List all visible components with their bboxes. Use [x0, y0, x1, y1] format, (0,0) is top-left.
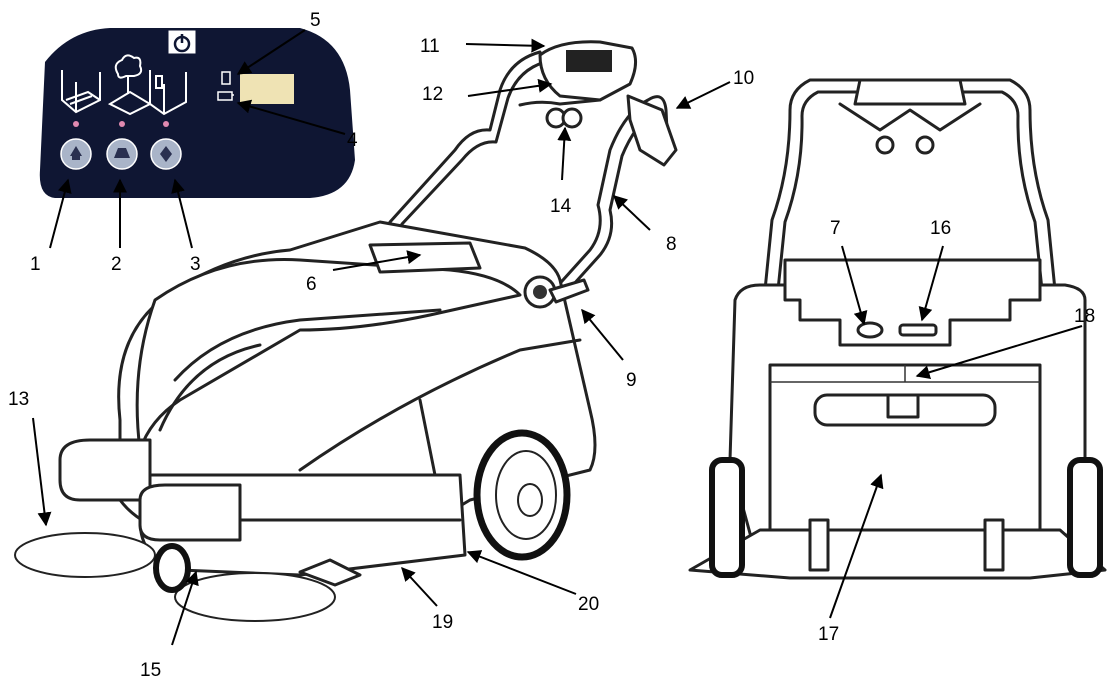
callout-5: 5	[310, 10, 321, 31]
hopper-latch[interactable]	[886, 393, 920, 419]
arrow-14	[557, 126, 572, 181]
handle-left-tube	[388, 50, 542, 224]
side-brush-housing-front	[138, 483, 242, 542]
callout-3: 3	[190, 254, 201, 275]
sweeper-rear-view	[688, 78, 1107, 580]
arrow-3	[171, 178, 193, 249]
arrow-7	[841, 245, 868, 326]
callout-16: 16	[930, 218, 951, 239]
front-flap	[298, 558, 362, 587]
arrow-1	[49, 178, 72, 249]
callout-11: 11	[420, 36, 440, 57]
indicator-dot	[119, 121, 125, 127]
callout-10: 10	[733, 68, 754, 89]
arrow-10	[675, 81, 731, 109]
rear-skirt	[688, 528, 1107, 580]
console-display	[566, 50, 612, 72]
mode-indoor-button[interactable]	[60, 138, 92, 170]
control-panel	[39, 28, 355, 198]
callout-18: 18	[1074, 306, 1095, 327]
handle-grip	[626, 94, 678, 167]
control-panel-background	[39, 28, 355, 198]
handle-right-tube	[543, 95, 670, 302]
callout-17: 17	[818, 624, 839, 645]
callout-2: 2	[111, 254, 122, 275]
side-brush-housing-left	[58, 438, 152, 502]
arrow-8	[612, 195, 651, 231]
rear-foot	[983, 518, 1005, 572]
arrow-17	[829, 473, 884, 619]
indicator-dot	[73, 121, 79, 127]
callout-14: 14	[550, 196, 572, 217]
handle-release-lever[interactable]	[548, 278, 590, 304]
filter-indicator-icon	[221, 71, 231, 85]
callout-7: 7	[830, 218, 841, 239]
rear-wheel-left	[709, 457, 745, 578]
top-access-panel	[368, 241, 482, 274]
callout-arrows	[32, 29, 1083, 646]
rear-switch-7[interactable]	[856, 321, 884, 339]
callout-9: 9	[626, 370, 637, 391]
handle-left-tube-inner	[400, 60, 547, 226]
mode-wall-button[interactable]	[150, 138, 182, 170]
rear-wheel	[473, 429, 571, 561]
callout-19: 19	[432, 612, 453, 633]
hopper-lid	[135, 258, 522, 452]
callout-13: 13	[8, 389, 29, 410]
callout-6: 6	[306, 274, 317, 295]
rear-slot-16[interactable]	[898, 323, 938, 337]
power-icon	[167, 29, 197, 55]
arrow-5	[236, 29, 306, 75]
rear-wheel-right	[1067, 457, 1103, 578]
arrow-15	[171, 570, 199, 646]
arrow-19	[401, 566, 438, 607]
display-window	[240, 74, 294, 104]
arrow-13	[32, 417, 52, 527]
arrow-4	[236, 99, 346, 135]
side-brush-left	[14, 532, 156, 578]
callout-1: 1	[30, 254, 41, 275]
arrow-9	[581, 308, 624, 361]
arrow-18	[915, 325, 1083, 380]
mode-outdoor-button[interactable]	[106, 138, 138, 170]
arrow-20	[466, 550, 577, 595]
callout-8: 8	[666, 234, 677, 255]
wall-mode-icon	[149, 70, 187, 116]
callout-20: 20	[578, 594, 599, 615]
rear-knob[interactable]	[915, 135, 935, 155]
indicator-dot	[163, 121, 169, 127]
rear-foot	[808, 518, 830, 572]
indoor-mode-icon	[61, 70, 101, 114]
sweeper-front-view	[14, 40, 678, 622]
side-brush-right	[174, 572, 336, 622]
battery-indicator-icon	[217, 91, 234, 101]
handle-pivot-hub	[533, 285, 547, 299]
arrow-6	[332, 250, 422, 271]
front-caster-wheel	[153, 543, 191, 593]
callout-12: 12	[422, 84, 443, 105]
arrow-12	[467, 78, 553, 97]
callout-15: 15	[140, 660, 161, 681]
rear-console	[853, 78, 967, 106]
rear-top-plate	[783, 258, 1042, 347]
arrow-16	[918, 245, 944, 322]
callout-labels: 1 2 3 4 5 6 7 8 9 10 11 12 13 14 15 16 1…	[8, 10, 1095, 681]
arrow-11	[465, 38, 546, 53]
adjust-knob[interactable]	[561, 107, 583, 129]
rear-knob[interactable]	[875, 135, 895, 155]
callout-4: 4	[347, 130, 358, 151]
